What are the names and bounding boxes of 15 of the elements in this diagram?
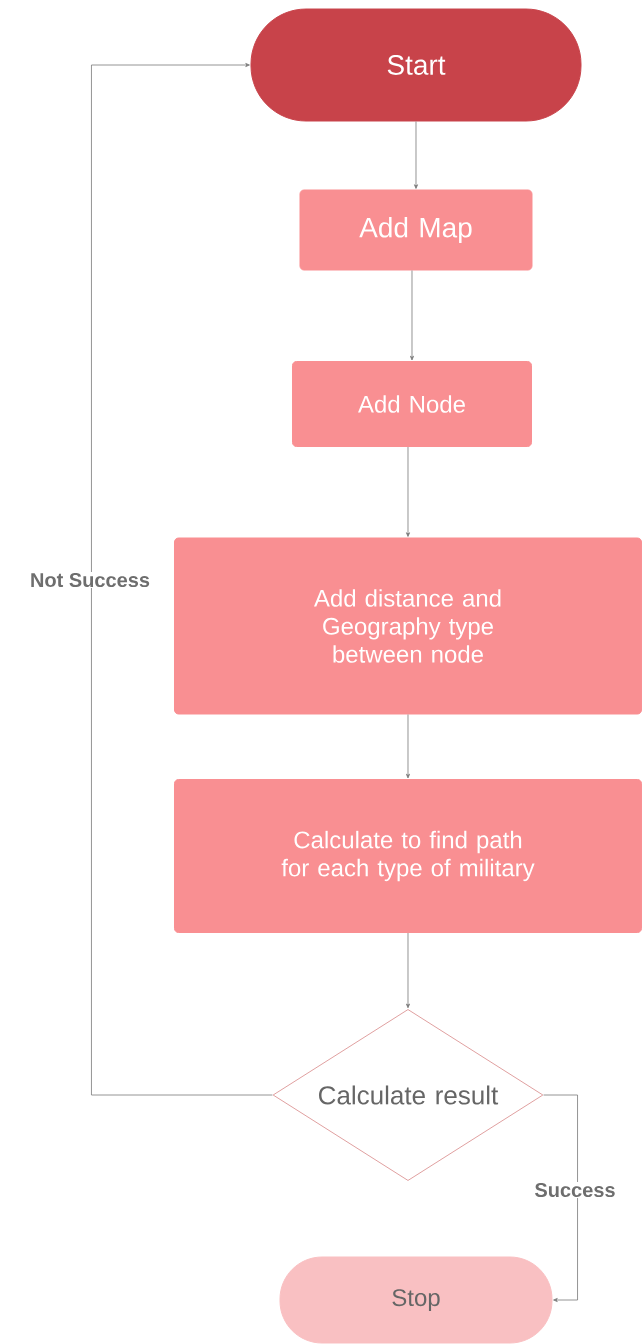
arrow: [406, 714, 410, 779]
arrow: [410, 270, 414, 361]
process-box: Add Node: [292, 361, 532, 447]
arrow: [543, 1094, 578, 1302]
process-box: Add Map: [299, 189, 533, 271]
edge-label: Success: [533, 1181, 617, 1199]
edge-label: Not Success: [28, 571, 151, 589]
terminal-stadium: Start: [250, 8, 582, 122]
arrow: [414, 121, 418, 189]
arrow: [406, 932, 410, 1009]
process-box: Add distance and Geography type between node: [174, 537, 642, 715]
arrow: [406, 446, 410, 537]
process-box: Calculate to find path for each type of military: [174, 779, 642, 933]
terminal-stadium: Stop: [279, 1256, 553, 1344]
arrow: [91, 63, 273, 1096]
